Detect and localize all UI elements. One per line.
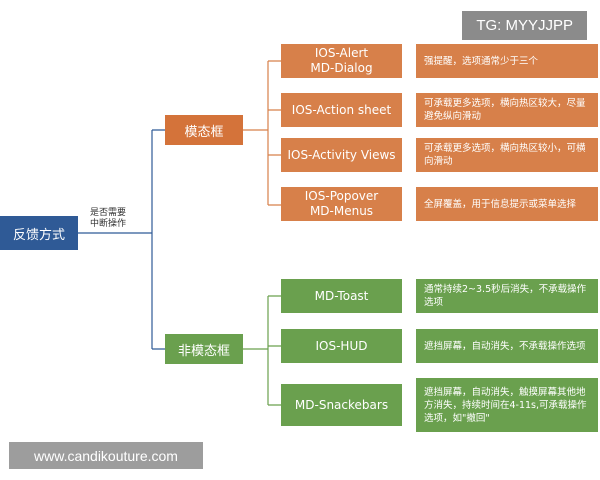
edge-label-line1: 是否需要 — [90, 208, 127, 218]
desc-text: 遮挡屏幕，自动消失，触摸屏幕其他地方消失，持续时间在4-11s,可承载操作选项，… — [424, 386, 587, 424]
modal-connector — [243, 60, 281, 206]
desc-ios-hud: 遮挡屏幕，自动消失，不承载操作选项 — [416, 329, 598, 363]
edge-label-line2: 中断操作 — [90, 219, 127, 229]
category-modal-label: 模态框 — [184, 124, 224, 140]
category-modal: 模态框 — [165, 115, 243, 145]
desc-ios-popover: 全屏覆盖，用于信息提示或菜单选择 — [416, 187, 598, 221]
leaf-ios-action-sheet: IOS-Action sheet — [281, 93, 402, 127]
desc-text: 可承载更多选项，横向热区较小，可横向滑动 — [424, 143, 586, 167]
leaf-title-line1: IOS-Action sheet — [291, 102, 392, 117]
leaf-title-line1: IOS-Popover — [304, 189, 379, 203]
category-non-modal: 非模态框 — [165, 334, 243, 364]
edge-label: 是否需要 中断操作 — [90, 208, 150, 230]
leaf-ios-alert: IOS-Alert MD-Dialog — [281, 44, 402, 78]
leaf-title-line1: IOS-Activity Views — [287, 147, 396, 162]
watermark: www.candikouture.com — [9, 442, 203, 469]
desc-md-toast: 通常持续2~3.5秒后消失，不承载操作选项 — [416, 279, 598, 313]
desc-md-snackebars: 遮挡屏幕，自动消失，触摸屏幕其他地方消失，持续时间在4-11s,可承载操作选项，… — [416, 378, 598, 432]
desc-ios-alert: 强提醒，选项通常少于三个 — [416, 44, 598, 78]
leaf-ios-activity-views: IOS-Activity Views — [281, 138, 402, 172]
leaf-md-toast: MD-Toast — [281, 279, 402, 313]
category-non-modal-label: 非模态框 — [177, 343, 230, 359]
tg-text: TG: MYYJJPP — [476, 17, 573, 34]
leaf-md-snackebars: MD-Snackebars — [281, 384, 402, 426]
root-label: 反馈方式 — [12, 227, 65, 243]
leaf-ios-hud: IOS-HUD — [281, 329, 402, 363]
leaf-title-line1: MD-Snackebars — [294, 397, 389, 412]
desc-ios-activity-views: 可承载更多选项，横向热区较小，可横向滑动 — [416, 138, 598, 172]
leaf-title-line2: MD-Menus — [309, 204, 374, 218]
root-connector — [78, 129, 165, 350]
desc-text: 通常持续2~3.5秒后消失，不承载操作选项 — [424, 284, 587, 308]
root-node: 反馈方式 — [0, 216, 78, 250]
leaf-title-line1: IOS-HUD — [315, 338, 368, 353]
desc-text: 可承载更多选项，横向热区较大，尽量避免纵向滑动 — [424, 98, 586, 122]
desc-text: 强提醒，选项通常少于三个 — [424, 55, 539, 67]
non-modal-connector — [243, 295, 281, 406]
desc-text: 全屏覆盖，用于信息提示或菜单选择 — [424, 198, 577, 210]
leaf-title-line2: MD-Dialog — [310, 61, 373, 75]
desc-text: 遮挡屏幕，自动消失，不承载操作选项 — [424, 340, 586, 352]
leaf-title-line1: MD-Toast — [314, 288, 369, 303]
tg-badge: TG: MYYJJPP — [462, 11, 587, 40]
leaf-title-line1: IOS-Alert — [314, 46, 369, 60]
watermark-text: www.candikouture.com — [34, 447, 178, 464]
leaf-ios-popover: IOS-Popover MD-Menus — [281, 187, 402, 221]
desc-ios-action-sheet: 可承载更多选项，横向热区较大，尽量避免纵向滑动 — [416, 93, 598, 127]
